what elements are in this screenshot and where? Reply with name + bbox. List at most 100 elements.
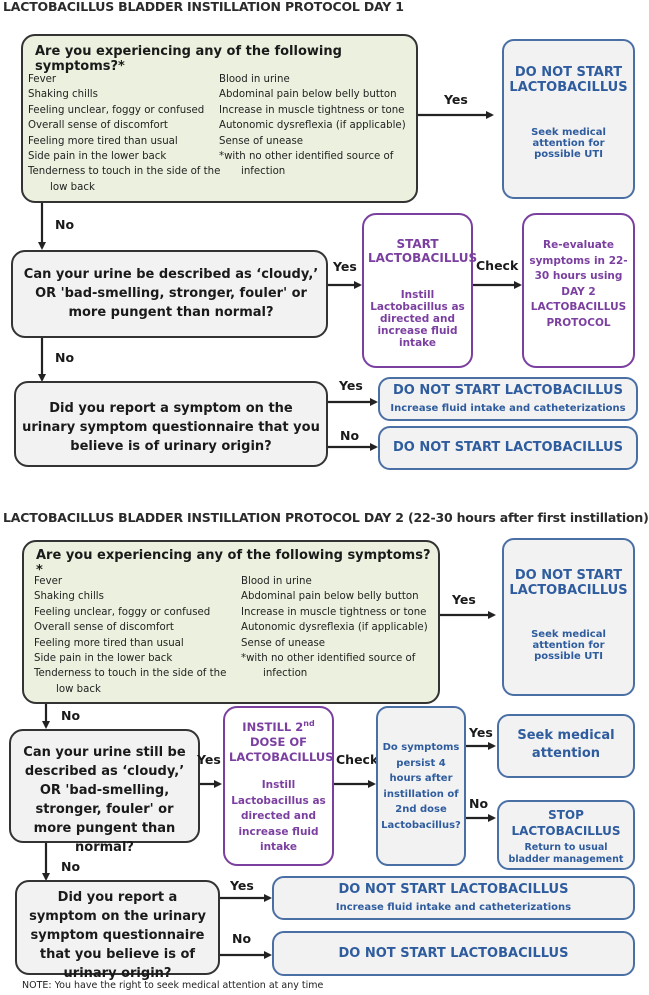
day2-stop-title: STOP LACTOBACILLUS: [511, 808, 621, 838]
day2-dose-box: INSTILL 2nd DOSE OF LACTOBACILLUS Instil…: [223, 706, 334, 866]
symptom: Shaking chills: [28, 89, 98, 101]
footer-note: NOTE: You have the right to seek medical…: [22, 980, 324, 991]
day1-symptoms-left: Fever Shaking chills Feeling unclear, fo…: [28, 72, 220, 195]
dose-title-part: INSTILL 2: [242, 719, 304, 734]
day2-questionnaire-no-label: No: [232, 931, 252, 946]
symptom: Autonomic dysreflexia (if applicable): [219, 120, 406, 132]
symptom: Blood in urine: [241, 576, 312, 587]
day2-urine-yes-label: Yes: [197, 752, 221, 767]
day2-check-label: Check: [336, 752, 379, 767]
symptom: Overall sense of discomfort: [28, 120, 168, 132]
day1-questionnaire-no-label: No: [340, 428, 360, 443]
day1-yes-label: Yes: [444, 92, 468, 107]
day2-stop-sub: Return to usual bladder management: [508, 842, 624, 865]
day1-urine-yes-label: Yes: [333, 259, 357, 274]
symptom: low back: [56, 683, 101, 695]
day1-questionnaire-yes-label: Yes: [339, 378, 363, 393]
day2-seek-box: Seek medical attention: [497, 714, 635, 778]
symptom: Fever: [34, 576, 63, 587]
day1-start-sub: Instill Lactobacillus as directed and in…: [370, 289, 465, 349]
symptom: Overall sense of discomfort: [34, 622, 174, 634]
day2-questionnaire-question: Did you report a symptom on the urinary …: [29, 890, 206, 981]
day1-no-outcome-box: DO NOT START LACTOBACILLUS: [378, 426, 638, 470]
day2-symptoms-box: Are you experiencing any of the followin…: [22, 540, 440, 704]
day2-yes-outcome-title: DO NOT START LACTOBACILLUS: [338, 882, 569, 897]
day2-questionnaire-box: Did you report a symptom on the urinary …: [15, 880, 220, 981]
day2-persist-no-label: No: [469, 796, 489, 811]
day2-do-not-start-box: DO NOT START LACTOBACILLUS Seek medical …: [502, 538, 635, 696]
day2-symptoms-question: Are you experiencing any of the followin…: [36, 548, 431, 578]
day2-symptoms-left: Fever Shaking chills Feeling unclear, fo…: [34, 574, 226, 697]
day2-persist-yes-label: Yes: [469, 725, 493, 740]
symptom: Autonomic dysreflexia (if applicable): [241, 622, 428, 634]
day2-do-not-start-title: DO NOT START LACTOBACILLUS: [509, 568, 628, 598]
day2-seek-text: Seek medical attention: [517, 728, 615, 761]
symptom: Fever: [28, 74, 57, 85]
day1-no-label: No: [55, 217, 75, 232]
day2-persist-box: Do symptoms persist 4 hours after instil…: [376, 706, 466, 866]
dose-title-sup: nd: [303, 719, 315, 728]
day1-symptoms-box: Are you experiencing any of the followin…: [21, 34, 418, 203]
symptom-footnote: infection: [241, 166, 286, 178]
day1-symptoms-question: Are you experiencing any of the followin…: [35, 44, 342, 74]
day2-dose-title: INSTILL 2nd DOSE OF LACTOBACILLUS: [229, 716, 334, 765]
day2-title: LACTOBACILLUS BLADDER INSTILLATION PROTO…: [3, 510, 649, 525]
symptom-footnote: *with no other identified source of: [241, 653, 416, 665]
day1-reevaluate-box: Re-evaluate symptoms in 22-30 hours usin…: [522, 213, 635, 368]
day1-check-label: Check: [476, 258, 519, 273]
day2-no-outcome-title: DO NOT START LACTOBACILLUS: [338, 946, 569, 961]
day1-start-title: START LACTOBACILLUS: [368, 237, 478, 265]
symptom: Feeling unclear, foggy or confused: [28, 104, 205, 116]
symptom: Side pain in the lower back: [28, 151, 167, 163]
dose-title-part: DOSE OF LACTOBACILLUS: [229, 734, 334, 764]
day1-do-not-start-sub: Seek medical attention for possible UTI: [531, 127, 606, 160]
day1-urine-box: Can your urine be described as ‘cloudy,’…: [11, 250, 328, 338]
day2-urine-no-label: No: [61, 859, 81, 874]
symptom: Sense of unease: [241, 637, 326, 649]
day1-urine-question: Can your urine be described as ‘cloudy,’…: [23, 267, 319, 320]
symptom: Increase in muscle tightness or tone: [241, 606, 427, 618]
symptom: Feeling more tired than usual: [28, 135, 178, 147]
day1-no-outcome-title: DO NOT START LACTOBACILLUS: [393, 440, 623, 455]
symptom: Sense of unease: [219, 135, 304, 147]
symptom: Side pain in the lower back: [34, 653, 173, 665]
symptom-footnote: infection: [263, 668, 308, 680]
day1-yes-outcome-sub: Increase fluid intake and catheterizatio…: [390, 403, 626, 414]
symptom: Feeling unclear, foggy or confused: [34, 606, 211, 618]
day2-urine-question: Can your urine still be described as ‘cl…: [23, 745, 186, 855]
day2-yes-outcome-box: DO NOT START LACTOBACILLUS Increase flui…: [272, 876, 635, 920]
day2-questionnaire-yes-label: Yes: [230, 878, 254, 893]
symptom: Shaking chills: [34, 591, 104, 603]
day2-no-label: No: [61, 708, 81, 723]
day2-symptoms-right: Blood in urine Abdominal pain below bell…: [241, 574, 428, 682]
symptom: Feeling more tired than usual: [34, 637, 184, 649]
symptom: Abdominal pain below belly button: [241, 591, 419, 603]
day1-yes-outcome-title: DO NOT START LACTOBACILLUS: [393, 383, 623, 398]
symptom: Abdominal pain below belly button: [219, 89, 397, 101]
day1-urine-no-label: No: [55, 350, 75, 365]
day1-symptoms-right: Blood in urine Abdominal pain below bell…: [219, 72, 406, 180]
day1-reevaluate-text: Re-evaluate symptoms in 22-30 hours usin…: [529, 239, 628, 329]
day1-questionnaire-box: Did you report a symptom on the urinary …: [14, 381, 328, 467]
day2-persist-text: Do symptoms persist 4 hours after instil…: [381, 742, 461, 831]
symptom: low back: [50, 181, 95, 193]
day2-dose-sub: Instill Lactobacillus as directed and in…: [231, 779, 326, 853]
day1-do-not-start-box: DO NOT START LACTOBACILLUS Seek medical …: [502, 39, 635, 199]
day1-yes-outcome-box: DO NOT START LACTOBACILLUS Increase flui…: [378, 377, 638, 421]
day2-yes-outcome-sub: Increase fluid intake and catheterizatio…: [335, 902, 572, 913]
day1-start-box: START LACTOBACILLUS Instill Lactobacillu…: [362, 213, 478, 368]
day2-do-not-start-sub: Seek medical attention for possible UTI: [531, 629, 606, 662]
symptom: Tenderness to touch in the side of the: [34, 668, 227, 680]
symptom: Tenderness to touch in the side of the: [28, 166, 221, 178]
day2-urine-box: Can your urine still be described as ‘cl…: [9, 729, 200, 855]
day2-yes-label: Yes: [452, 592, 476, 607]
symptom: Increase in muscle tightness or tone: [219, 104, 405, 116]
symptom-footnote: *with no other identified source of: [219, 151, 394, 163]
day1-questionnaire-question: Did you report a symptom on the urinary …: [22, 401, 320, 454]
day1-title: LACTOBACILLUS BLADDER INSTILLATION PROTO…: [3, 0, 404, 14]
symptom: Blood in urine: [219, 74, 290, 85]
day1-do-not-start-title: DO NOT START LACTOBACILLUS: [509, 65, 628, 95]
day2-no-outcome-box: DO NOT START LACTOBACILLUS: [272, 931, 635, 976]
day2-stop-box: STOP LACTOBACILLUS Return to usual bladd…: [497, 800, 635, 870]
